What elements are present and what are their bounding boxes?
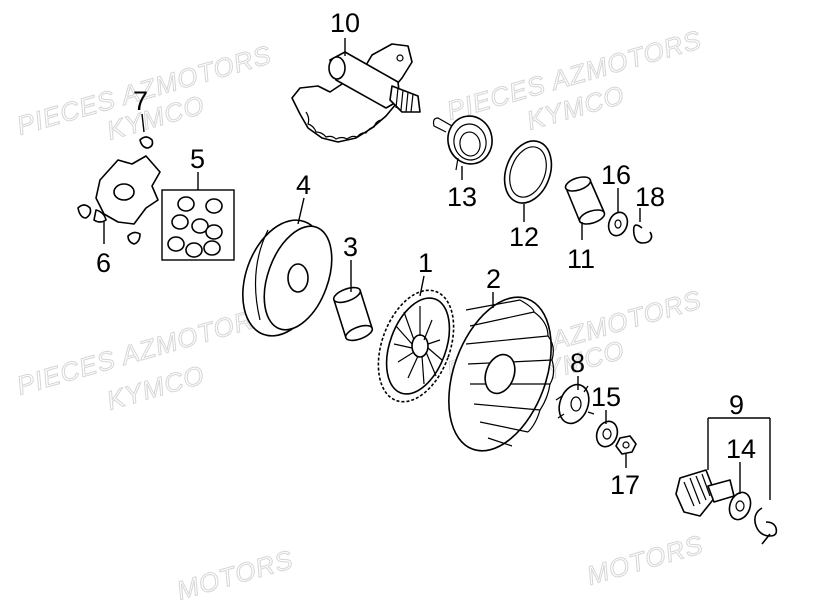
part-1-driven-face xyxy=(377,289,455,403)
label-17: 17 xyxy=(610,470,640,500)
part-12-ring xyxy=(503,140,553,204)
label-12: 12 xyxy=(509,222,539,252)
label-4: 4 xyxy=(296,170,311,200)
part-17-nut xyxy=(615,435,637,455)
label-9: 9 xyxy=(729,390,744,420)
part-13-spring xyxy=(432,115,493,171)
part-7-clip xyxy=(139,136,154,149)
label-5: 5 xyxy=(190,144,205,174)
part-9-starter-pinion xyxy=(675,469,735,517)
part-2-fan-drive-face xyxy=(448,296,555,452)
label-14: 14 xyxy=(726,434,756,464)
part-16-washer xyxy=(607,211,629,237)
part-5-roller-weights xyxy=(161,189,235,261)
part-18-circlip xyxy=(632,224,653,244)
part-4-movable-pulley xyxy=(242,219,333,337)
part-3-collar xyxy=(332,286,374,342)
label-6: 6 xyxy=(96,248,111,278)
watermark-partial-bottom-right: MOTORS xyxy=(583,529,706,591)
leader-lines xyxy=(103,38,771,500)
part-10-kick-shaft xyxy=(291,43,421,143)
watermark-partial-bottom-left: MOTORS xyxy=(173,544,296,600)
label-15: 15 xyxy=(591,382,621,412)
callout-labels: 10 7 5 4 3 1 2 13 12 16 18 11 6 8 15 9 1… xyxy=(96,8,756,500)
label-1: 1 xyxy=(418,248,433,278)
part-11-bushing xyxy=(564,176,606,225)
label-13: 13 xyxy=(447,182,477,212)
label-7: 7 xyxy=(133,86,148,116)
label-18: 18 xyxy=(635,182,665,212)
label-8: 8 xyxy=(570,348,585,378)
label-2: 2 xyxy=(486,264,501,294)
label-16: 16 xyxy=(601,160,631,190)
part-9-end-clip xyxy=(754,507,778,545)
part-14-washer xyxy=(728,491,752,521)
part-6-ramp-plate xyxy=(77,155,161,245)
part-15-washer xyxy=(595,420,619,448)
part-8-clutch xyxy=(555,383,595,425)
label-11: 11 xyxy=(567,244,595,274)
label-3: 3 xyxy=(343,232,358,262)
label-10: 10 xyxy=(330,8,360,38)
